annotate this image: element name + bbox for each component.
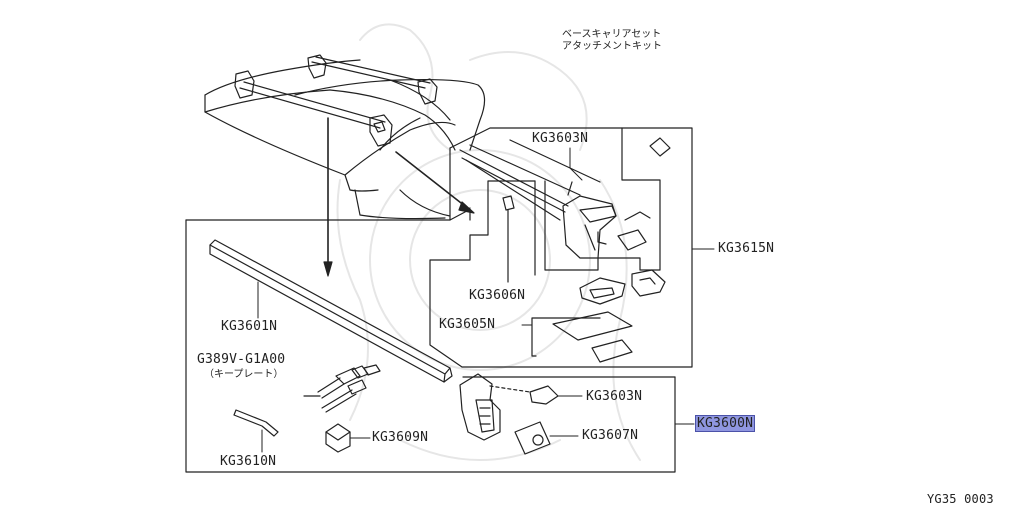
part-label-kg3601n[interactable]: KG3601N xyxy=(221,319,278,334)
header-line-2: アタッチメントキット xyxy=(562,41,662,52)
part-label-kg3610n[interactable]: KG3610N xyxy=(220,454,277,469)
clamp-parts xyxy=(580,270,665,304)
plate-part xyxy=(515,422,550,454)
part-label-kg3603n-top[interactable]: KG3603N xyxy=(532,131,589,146)
long-bar xyxy=(210,240,452,382)
leader-lines xyxy=(258,148,714,452)
part-label-kg3607n[interactable]: KG3607N xyxy=(582,428,639,443)
part-label-kg3600n[interactable]: KG3600N xyxy=(695,415,756,432)
part-label-kg3605n[interactable]: KG3605N xyxy=(439,317,496,332)
roof-bars xyxy=(235,55,437,146)
lock-keys xyxy=(304,365,380,412)
clip-part xyxy=(503,196,514,210)
part-label-kg3606n[interactable]: KG3606N xyxy=(469,288,526,303)
kit-inner-frame xyxy=(535,128,660,275)
end-cap xyxy=(326,424,350,452)
small-square-part xyxy=(650,138,670,156)
kit-frame xyxy=(430,128,692,367)
figure-code: YG35 0003 xyxy=(927,492,994,506)
pad-parts xyxy=(553,312,632,362)
arrows xyxy=(324,118,474,276)
rail-profile xyxy=(460,140,600,220)
header-line-1: ベースキャリアセット xyxy=(562,29,662,40)
car-body xyxy=(205,60,485,219)
hex-wrench xyxy=(234,410,278,436)
highlighted-part-number[interactable]: KG3600N xyxy=(695,415,756,432)
part-label-g389v[interactable]: G389V-G1A00 xyxy=(197,352,286,367)
key-plate-note: （キープレート） xyxy=(204,369,284,380)
part-label-kg3603n-bottom[interactable]: KG3603N xyxy=(586,389,643,404)
part-label-kg3615n[interactable]: KG3615N xyxy=(718,241,775,256)
cover-piece xyxy=(530,386,558,404)
kg3605n-bracket xyxy=(532,318,600,356)
part-label-kg3609n[interactable]: KG3609N xyxy=(372,430,429,445)
foot-bracket-top xyxy=(563,182,650,258)
foot-bracket-lower xyxy=(460,374,500,440)
